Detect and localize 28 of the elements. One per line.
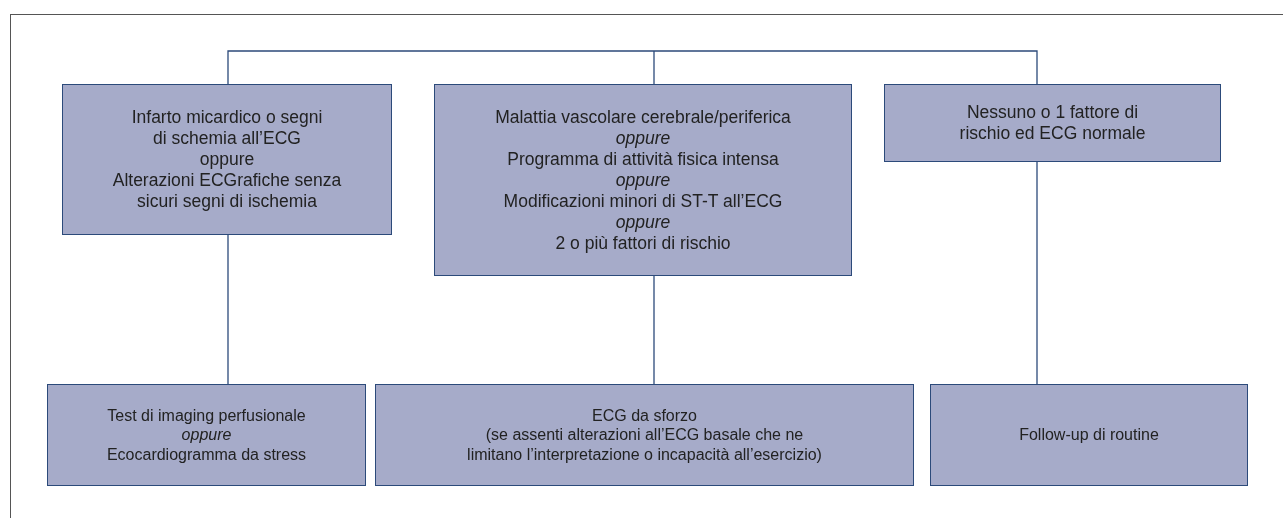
- process-box: [47, 384, 366, 486]
- box-text: oppure: [615, 169, 671, 191]
- box-text: Malattia vascolare cerebrale/periferica: [495, 106, 791, 128]
- box-text: oppure: [199, 149, 255, 170]
- box-text: Modificazioni minori di ST-T all’ECG: [503, 190, 783, 212]
- process-box: [62, 84, 392, 235]
- process-box: [930, 384, 1248, 486]
- box-text: oppure: [615, 127, 671, 149]
- box-text: oppure: [615, 211, 671, 233]
- box-text: Alterazioni ECGrafiche senza sicuri segni di ischemia: [111, 170, 343, 212]
- process-box: [884, 84, 1221, 162]
- box-text: oppure: [181, 425, 232, 445]
- box-text: Nessuno o 1 fattore di rischio ed ECG normale: [958, 102, 1147, 144]
- box-text: Test di imaging perfusionale: [107, 406, 306, 426]
- box-text: Ecocardiogramma da stress: [106, 444, 307, 464]
- process-box: [434, 84, 852, 276]
- connector-line: [227, 234, 229, 385]
- connector-line: [653, 275, 655, 385]
- box-text: Follow-up di routine: [1019, 425, 1159, 445]
- connector-line: [1036, 161, 1038, 385]
- connector-line: [653, 50, 655, 85]
- box-text: 2 o più fattori di rischio: [555, 232, 731, 254]
- connector-line: [227, 50, 655, 85]
- box-text: ECG da sforzo: [592, 406, 697, 426]
- process-box: [375, 384, 914, 486]
- box-text: (se assenti alterazioni all’ECG basale che ne limitano l’interpretazione o incapacità all’esercizio): [466, 425, 823, 464]
- box-text: Programma di attività fisica intensa: [507, 148, 779, 170]
- connector-line: [653, 50, 1038, 85]
